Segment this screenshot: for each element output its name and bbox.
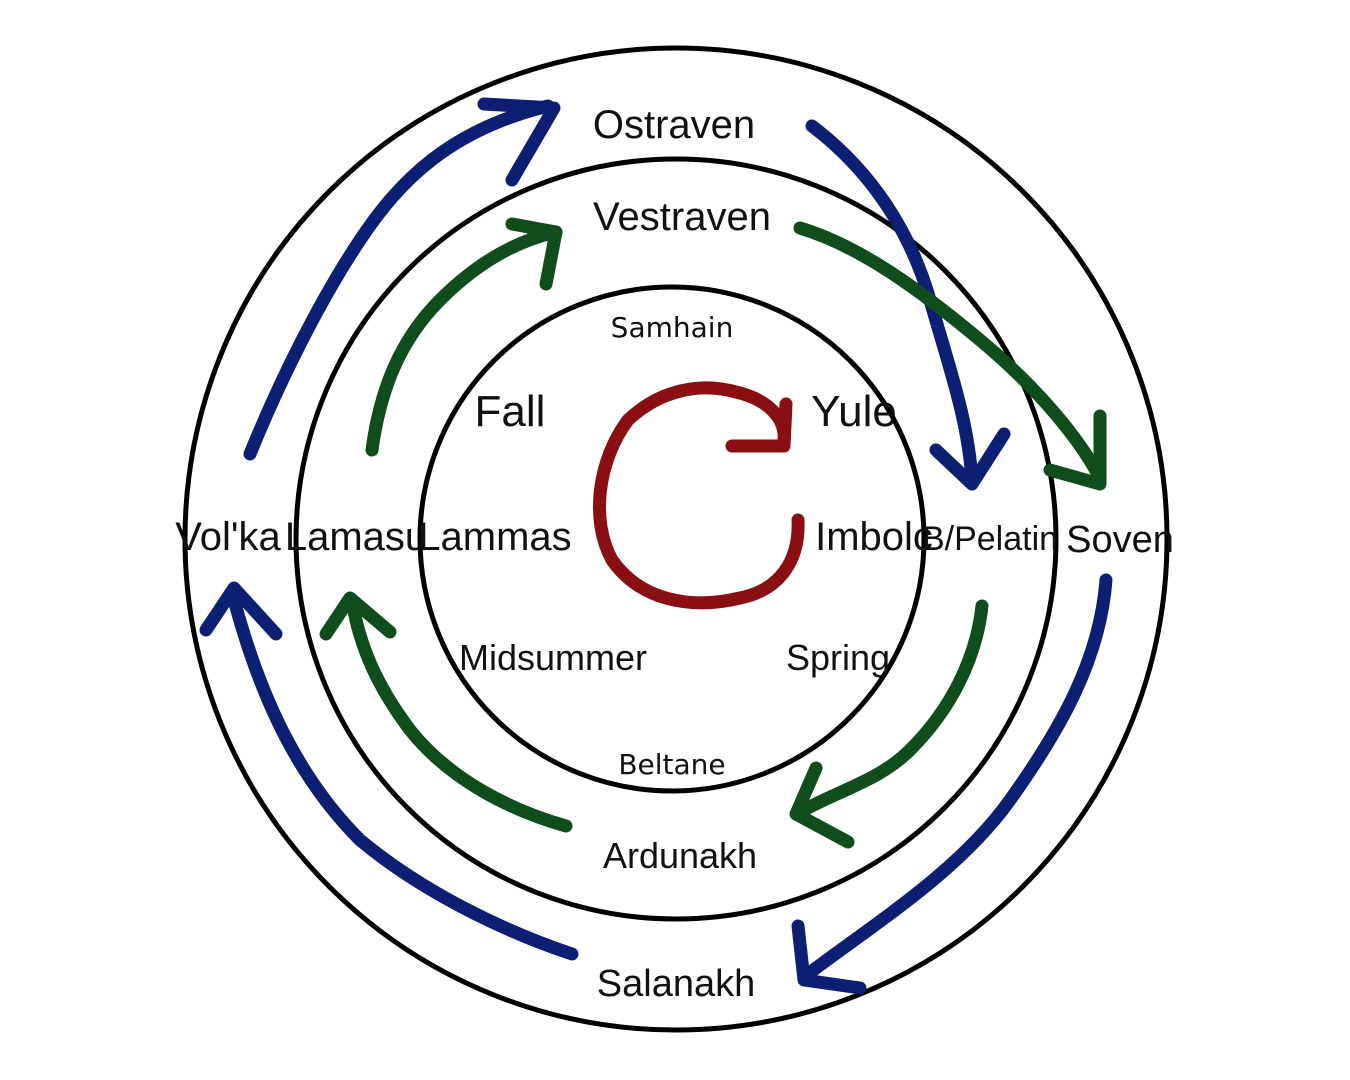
- outer-ring-arrows: [199, 97, 1113, 995]
- outer-ring-labels: Ostraven Soven Salanakh Vol'ka: [175, 103, 1174, 1005]
- middle-arrow-ardunakh-to-lamasu: [345, 593, 573, 833]
- middle-arrow-lamasu-to-vestraven: [365, 225, 563, 457]
- label-lamasu: Lamasu: [285, 515, 427, 559]
- middle-ring-labels: Vestraven B/Pelatin Ardunakh Lamasu: [285, 195, 1058, 876]
- center-arrow-head: [725, 397, 793, 453]
- label-ostraven: Ostraven: [593, 103, 755, 147]
- label-spring: Spring: [786, 637, 890, 678]
- label-bpelatin: B/Pelatin: [922, 520, 1058, 558]
- middle-arrow-bpelatin-to-ardunakh-head: [789, 761, 855, 849]
- label-volka: Vol'ka: [175, 515, 281, 559]
- center-arrow-curve: [592, 381, 805, 610]
- outer-arrow-soven-to-salanakh: [801, 573, 1113, 981]
- outer-arrow-ostraven-to-soven-head: [929, 427, 1011, 491]
- label-vestraven: Vestraven: [593, 195, 771, 239]
- middle-ring-arrows: [319, 217, 1107, 849]
- middle-arrow-vestraven-to-bpelatin: [793, 221, 1107, 485]
- inner-ring: [417, 284, 927, 794]
- middle-arrow-vestraven-to-bpelatin-head: [1043, 409, 1107, 491]
- middle-arrow-ardunakh-to-lamasu-head: [319, 591, 397, 641]
- middle-ring: [293, 156, 1059, 922]
- label-beltane: Beltane: [618, 748, 725, 781]
- label-imbolc: Imbolc: [815, 515, 933, 559]
- outer-arrow-salanakh-to-volka: [225, 585, 579, 961]
- inner-ring-labels: Samhain Yule Imbolc Spring Beltane Midsu…: [418, 311, 933, 781]
- outer-ring: [182, 45, 1170, 1033]
- center-rotation-arrow: [592, 381, 805, 610]
- outer-arrow-soven-to-salanakh-head: [791, 919, 867, 995]
- outer-arrow-volka-to-ostraven: [243, 99, 555, 461]
- label-yule: Yule: [811, 387, 897, 436]
- middle-arrow-lamasu-to-vestraven-head: [505, 217, 563, 291]
- label-ardunakh: Ardunakh: [603, 835, 757, 876]
- label-soven: Soven: [1066, 519, 1174, 561]
- outer-arrow-volka-to-ostraven-head: [477, 97, 561, 187]
- label-samhain: Samhain: [611, 311, 734, 344]
- outer-arrow-salanakh-to-volka-head: [199, 581, 283, 641]
- label-lammas: Lammas: [418, 515, 571, 559]
- label-midsummer: Midsummer: [459, 637, 647, 678]
- middle-arrow-bpelatin-to-ardunakh: [793, 599, 989, 819]
- label-fall: Fall: [475, 387, 546, 436]
- label-salanakh: Salanakh: [597, 963, 755, 1005]
